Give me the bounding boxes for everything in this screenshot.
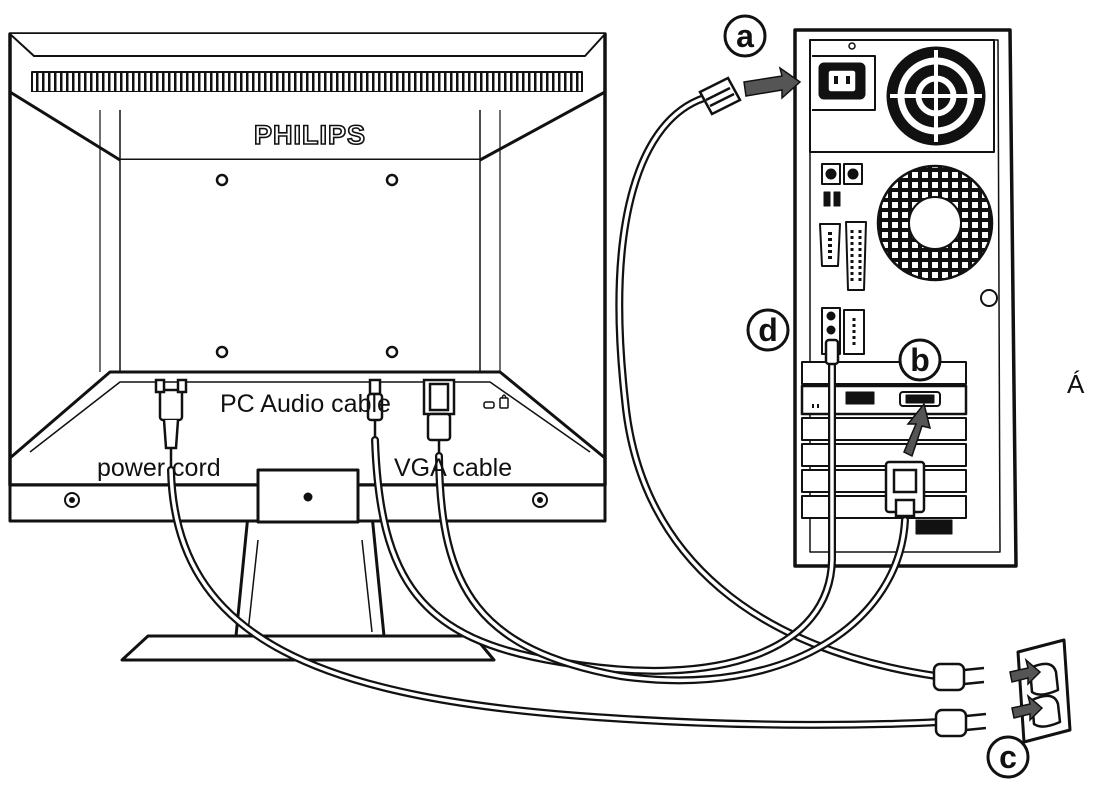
side-character: Á	[1067, 369, 1085, 399]
vga-plug-pc	[884, 460, 926, 518]
vga-connector-monitor	[422, 378, 456, 456]
svg-text:a: a	[736, 18, 754, 54]
mount-hole	[385, 345, 399, 359]
label-vga-cable: VGA cable	[394, 454, 512, 482]
vga-card-slot	[800, 384, 968, 416]
svg-text:b: b	[910, 342, 930, 378]
arrow-icon	[1009, 657, 1042, 686]
audio-plug-pc	[824, 338, 840, 366]
power-plug-pc	[698, 76, 742, 116]
psu-fan	[886, 46, 986, 146]
pc-tower-back	[793, 28, 1018, 568]
cables	[167, 94, 944, 729]
wall-outlet	[1016, 638, 1072, 744]
lock-slot-icon	[483, 401, 495, 409]
svg-text:c: c	[999, 739, 1017, 775]
vent-grille	[31, 71, 583, 93]
arrow-icon	[743, 66, 802, 100]
callout-b: b	[898, 338, 942, 382]
power-plug-monitor	[154, 378, 188, 470]
label-power-cord: power cord	[97, 454, 221, 482]
callout-c: c	[986, 735, 1030, 779]
audio-jack-monitor	[366, 378, 384, 440]
brand-logo: PHILIPS	[254, 120, 366, 150]
svg-text:d: d	[758, 312, 778, 348]
mount-hole	[215, 173, 229, 187]
arrow-icon	[903, 402, 932, 458]
monitor-stand-base	[120, 634, 496, 662]
plug-outlet-upper	[932, 662, 985, 692]
callout-d: d	[746, 308, 790, 352]
mount-hole	[385, 173, 399, 187]
label-pc-audio-cable: PC Audio cable	[220, 390, 391, 418]
monitor-stand-neck	[234, 513, 386, 638]
arrow-icon	[1011, 693, 1044, 722]
monitor-back	[8, 32, 607, 662]
mount-hole	[215, 345, 229, 359]
plug-outlet-lower	[934, 708, 987, 738]
callout-a: a	[723, 14, 767, 58]
